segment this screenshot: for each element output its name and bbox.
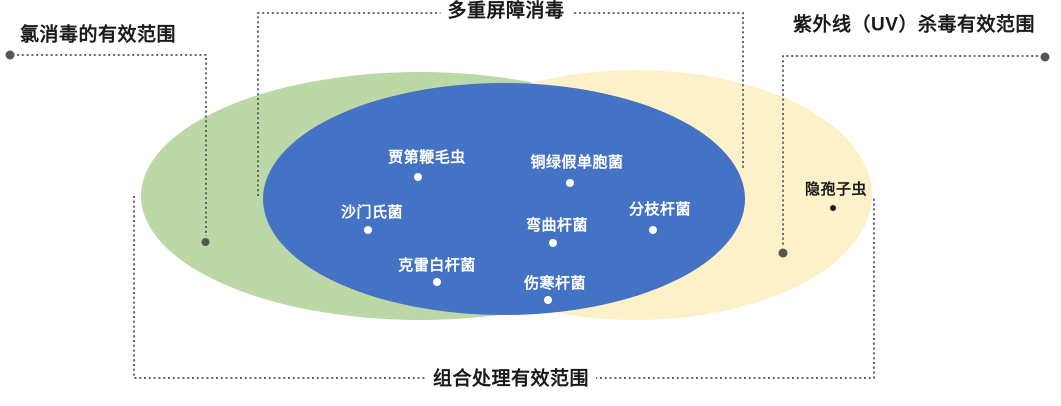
multi-barrier-label: 多重屏障消毒 [440, 1, 572, 23]
combined-range-label: 组合处理有效范围 [425, 369, 597, 391]
organism-dot-giardia [414, 173, 422, 181]
chlorine-label-connector [17, 54, 207, 236]
chlorine-connector-start-dot [5, 50, 15, 60]
organism-dot-klebsiella [433, 278, 441, 286]
organism-dot-cryptosporidium [830, 205, 836, 211]
chlorine-connector-end-dot [201, 238, 210, 246]
organism-label-cryptosporidium: 隐孢子虫 [804, 180, 868, 198]
organism-dot-pseudomonas [566, 179, 574, 187]
organism-label-mycobacterium: 分枝杆菌 [628, 200, 692, 218]
organism-dot-mycobacterium [649, 226, 657, 234]
organism-label-campylobacter: 弯曲杆菌 [525, 216, 589, 234]
chlorine-range-label: 氯消毒的有效范围 [19, 24, 177, 46]
organism-label-salmonella: 沙门氏菌 [340, 203, 404, 221]
organism-dot-typhoid [544, 296, 552, 304]
uv-connector-start-dot [1040, 52, 1050, 62]
uv-range-label: 紫外线（UV）杀毒有效范围 [793, 14, 1035, 36]
multi-barrier-bracket [257, 12, 744, 196]
organism-dot-salmonella [364, 226, 372, 234]
organism-dot-campylobacter [549, 239, 557, 247]
multi-barrier-overlap-ellipse [263, 83, 745, 315]
uv-label-connector [782, 55, 1038, 245]
organism-label-klebsiella: 克雷白杆菌 [398, 256, 476, 274]
uv-connector-end-dot [778, 248, 788, 258]
organism-label-pseudomonas: 铜绿假单胞菌 [530, 153, 624, 171]
organism-label-giardia: 贾第鞭毛虫 [388, 148, 466, 166]
organism-label-typhoid: 伤寒杆菌 [523, 274, 587, 292]
